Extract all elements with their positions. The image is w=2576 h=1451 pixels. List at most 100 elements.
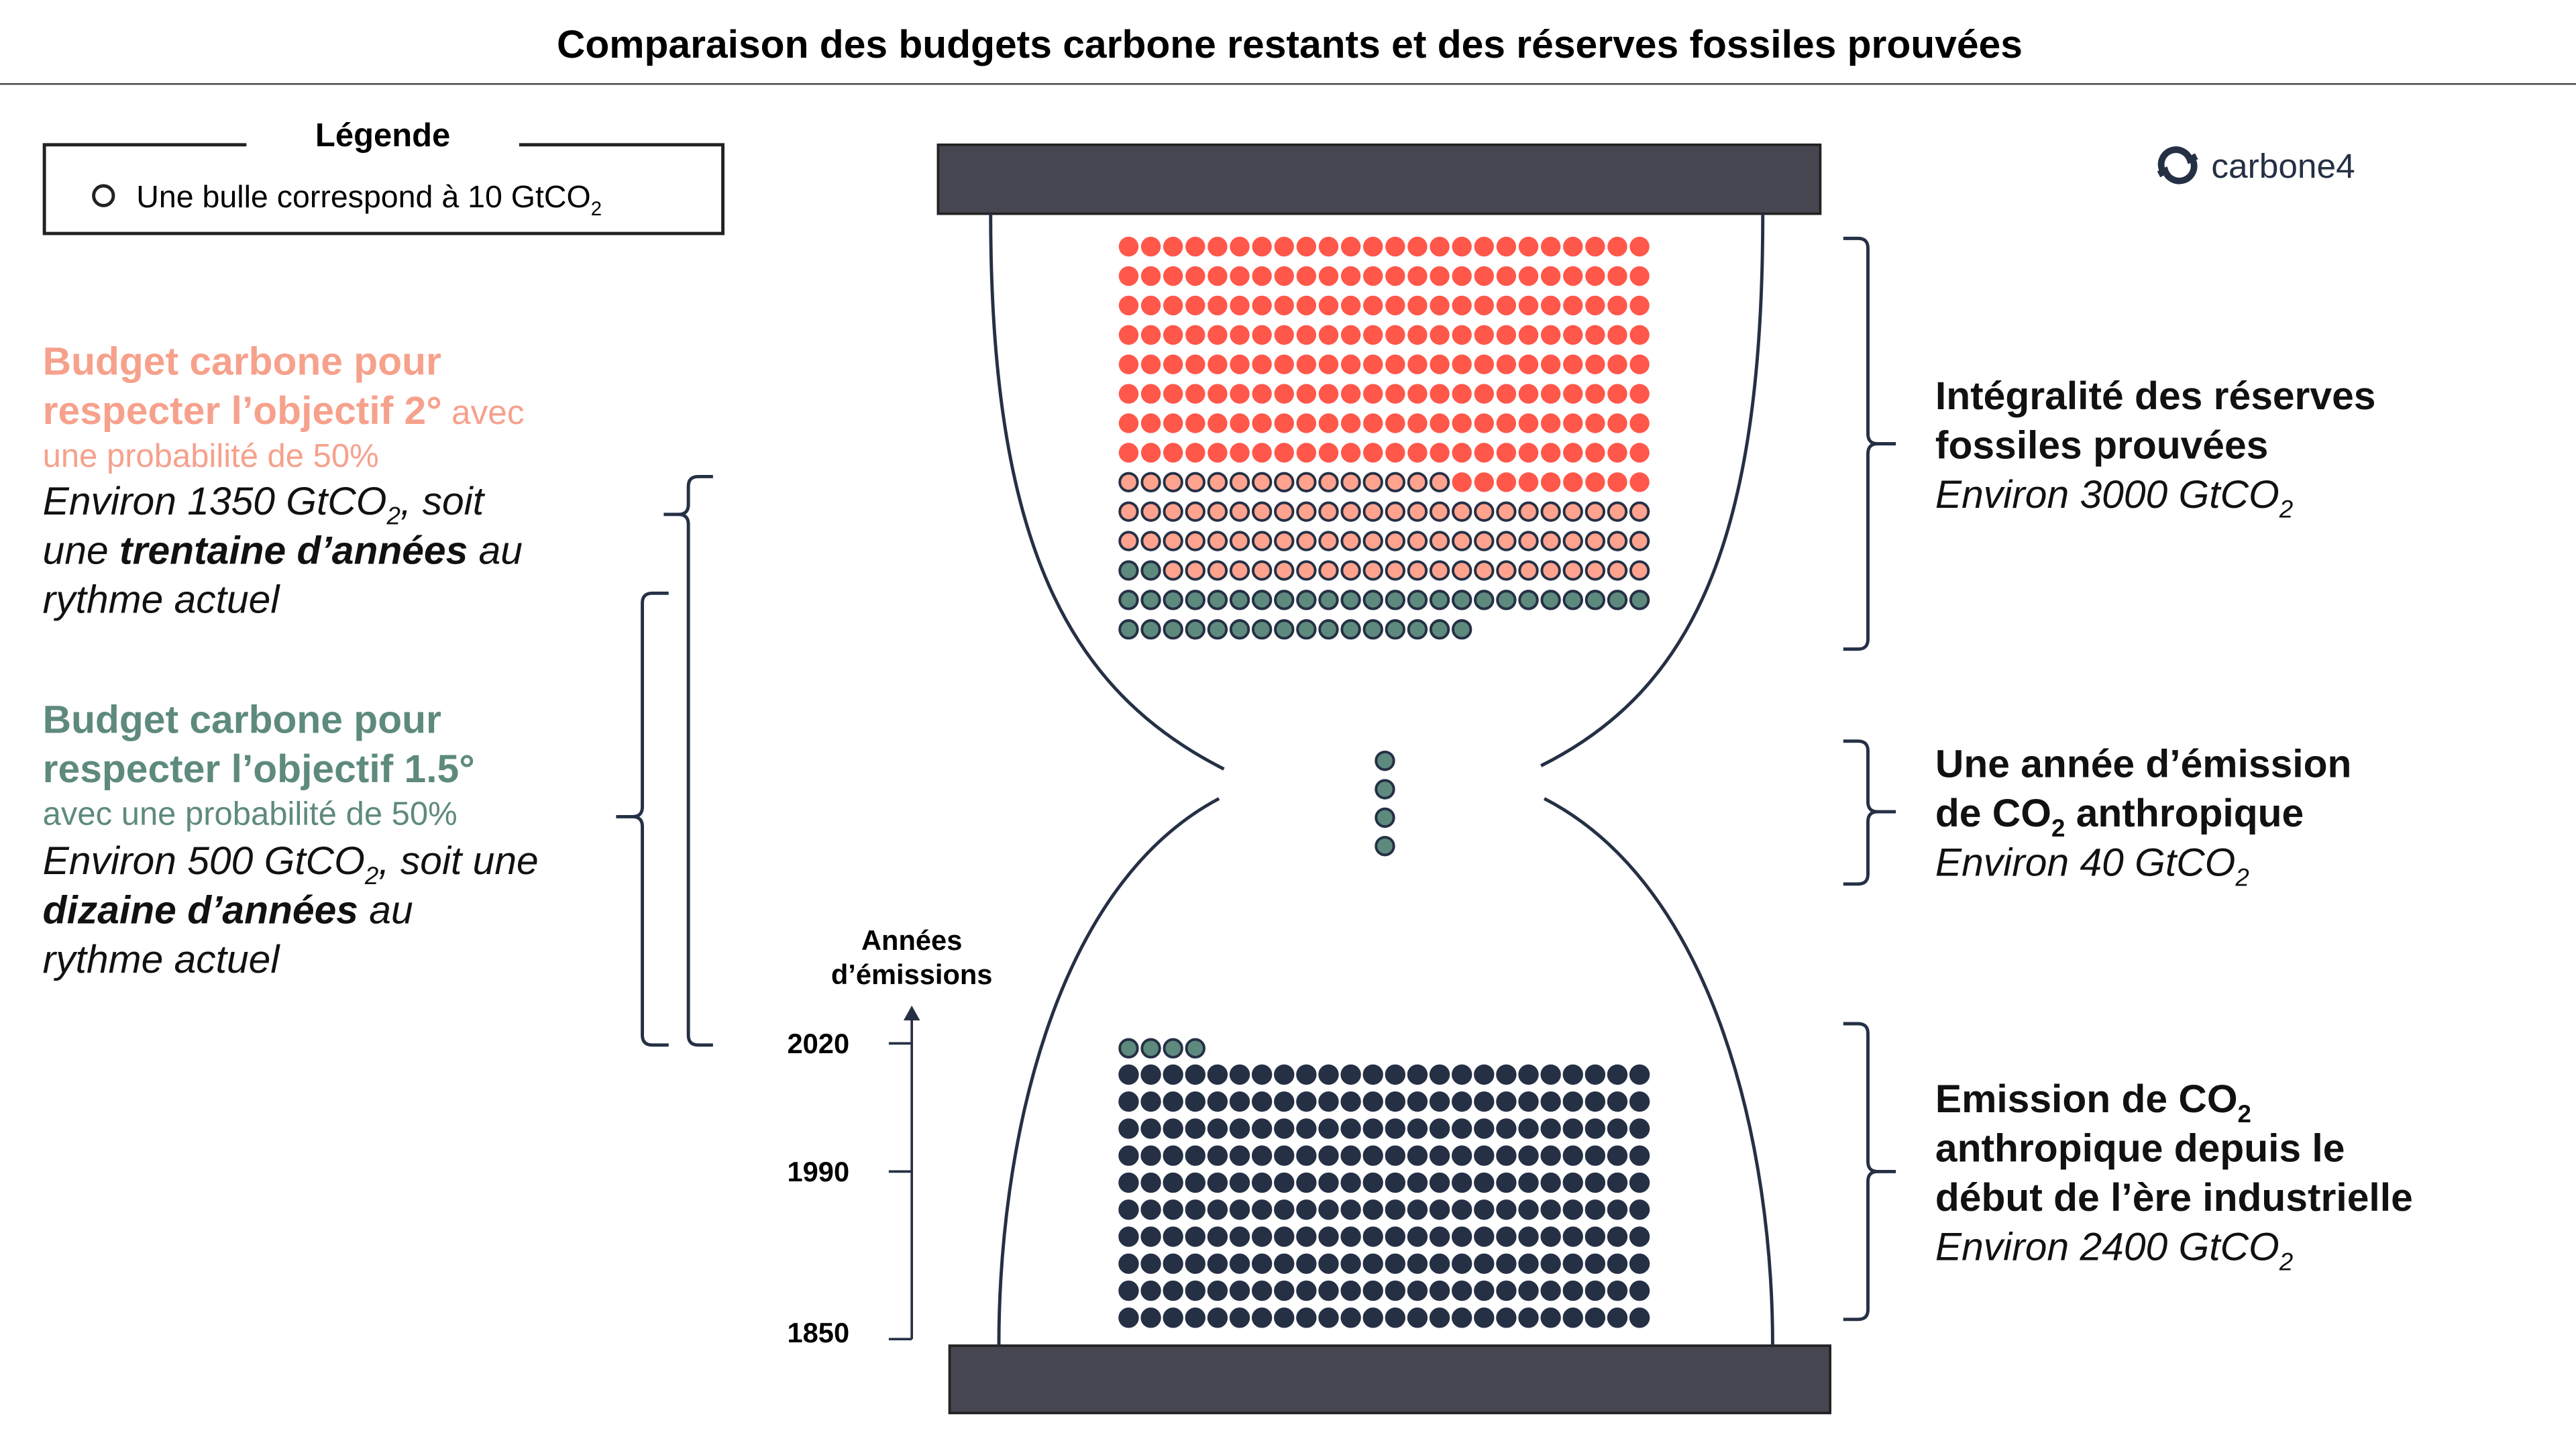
bubble-dark: [1407, 1091, 1428, 1112]
past-amount: Environ 2400 GtCO2: [1935, 1226, 2293, 1276]
bubble-red: [1340, 325, 1361, 345]
budget-2deg-title-1: Budget carbone pour: [43, 340, 441, 384]
carbone4-logo: carbone4: [2157, 146, 2355, 185]
bubble-pink: [1362, 560, 1383, 581]
bubble-dark: [1163, 1064, 1183, 1085]
bubble-dark: [1318, 1118, 1339, 1139]
bubble-dark: [1163, 1226, 1183, 1247]
bubble-pink: [1607, 560, 1628, 581]
bubble-pink: [1229, 472, 1250, 492]
bubble-pink: [1185, 472, 1205, 492]
axis-label-1: Années: [861, 924, 962, 956]
bubble-dark: [1385, 1280, 1406, 1301]
hourglass-top-bar: [936, 143, 1822, 215]
bubble-dark: [1296, 1118, 1317, 1139]
bubble-dark: [1229, 1253, 1250, 1274]
bubble-red: [1407, 236, 1428, 257]
bubble-dark: [1296, 1145, 1317, 1166]
bubble-dark: [1474, 1118, 1495, 1139]
past-title-2: anthropique depuis le: [1935, 1127, 2345, 1171]
bubble-pink: [1274, 501, 1295, 522]
bubble-dark: [1229, 1280, 1250, 1301]
bubble-red: [1496, 384, 1517, 404]
bubble-red: [1318, 443, 1339, 463]
bubble-dark: [1585, 1064, 1606, 1085]
reserves-title-1: Intégralité des réserves: [1935, 374, 2376, 418]
bubble-red: [1452, 443, 1472, 463]
tick-label-2020: 2020: [788, 1028, 850, 1059]
bubble-pink: [1318, 501, 1339, 522]
bubble-dark: [1562, 1172, 1583, 1193]
bubble-dark: [1451, 1145, 1472, 1166]
bubble-dark: [1629, 1172, 1650, 1193]
bubble-red: [1430, 443, 1450, 463]
bubble-red: [1585, 266, 1605, 286]
bubble-red: [1518, 354, 1539, 374]
bubble-dark: [1518, 1280, 1539, 1301]
bubble-red: [1118, 266, 1139, 286]
bubble-dark: [1429, 1145, 1450, 1166]
bubble-green: [1629, 590, 1650, 610]
bubble-red: [1208, 354, 1228, 374]
bubble-dark: [1607, 1145, 1628, 1166]
bubble-red: [1607, 295, 1627, 316]
bubble-red: [1163, 236, 1183, 257]
bubble-pink: [1629, 560, 1650, 581]
bubble-green: [1274, 590, 1295, 610]
bubble-dark: [1429, 1172, 1450, 1193]
bubble-pink: [1451, 531, 1472, 551]
bubble-dark: [1407, 1172, 1428, 1193]
bubble-green: [1362, 590, 1383, 610]
bubble-dark: [1318, 1091, 1339, 1112]
bubble-dark: [1163, 1172, 1183, 1193]
bubble-red: [1363, 236, 1383, 257]
bubble-dark: [1229, 1199, 1250, 1220]
bracket-past-emissions: [1843, 1022, 1896, 1322]
budget-2deg-probability: une probabilité de 50%: [43, 438, 379, 474]
bubble-red: [1430, 266, 1450, 286]
bubble-red: [1518, 325, 1539, 345]
bubble-pink: [1407, 560, 1428, 581]
bubble-red: [1363, 354, 1383, 374]
bubble-dark: [1429, 1280, 1450, 1301]
bubble-green: [1451, 590, 1472, 610]
bubble-dark: [1429, 1199, 1450, 1220]
bubble-red: [1118, 295, 1139, 316]
bubble-red: [1452, 325, 1472, 345]
one-year-title-2: de CO2 anthropique: [1935, 792, 2304, 842]
bubble-dark: [1562, 1253, 1583, 1274]
bubble-pink: [1207, 501, 1228, 522]
bubble-dark: [1362, 1199, 1383, 1220]
bubble-green: [1274, 619, 1295, 640]
bubble-red: [1230, 266, 1250, 286]
bubble-pink: [1140, 531, 1161, 551]
budget-15deg-text: Budget carbone pour respecter l’objectif…: [43, 698, 539, 982]
bubble-dark: [1629, 1118, 1650, 1139]
bubble-dark: [1185, 1118, 1205, 1139]
bubble-pink: [1385, 531, 1406, 551]
bubble-red: [1208, 295, 1228, 316]
bubble-red: [1163, 413, 1183, 433]
bubble-red: [1363, 413, 1383, 433]
bubble-dark: [1607, 1280, 1628, 1301]
bubble-dark: [1385, 1091, 1406, 1112]
bubble-red: [1430, 384, 1450, 404]
years-axis: Années d’émissions 2020 1990 1850: [788, 924, 993, 1348]
bubble-dark: [1140, 1118, 1161, 1139]
bubble-pink: [1429, 560, 1450, 581]
bubble-dark: [1385, 1307, 1406, 1328]
bubble-dark: [1518, 1118, 1539, 1139]
bubble-dark: [1518, 1226, 1539, 1247]
bubble-pink: [1274, 531, 1295, 551]
bubble-red: [1296, 413, 1317, 433]
bubble-red: [1607, 266, 1627, 286]
bubble-pink: [1251, 531, 1273, 551]
bubble-dark: [1474, 1172, 1495, 1193]
bubble-red: [1296, 443, 1317, 463]
bubble-pink: [1562, 531, 1583, 551]
bubble-red: [1185, 295, 1205, 316]
bubble-dark: [1607, 1199, 1628, 1220]
bubble-red: [1452, 266, 1472, 286]
bubble-dark: [1207, 1064, 1228, 1085]
bubble-red: [1585, 295, 1605, 316]
